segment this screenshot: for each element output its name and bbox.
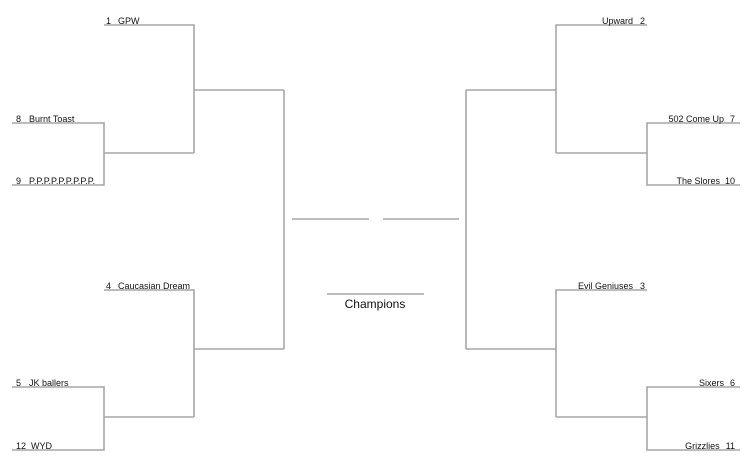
right-r2-bottom-matchup — [466, 289, 647, 417]
left-r2-bottom-matchup — [104, 289, 284, 417]
champions-label: Champions — [345, 297, 406, 311]
team-name: WYD — [31, 441, 52, 451]
team-right-bye-1: Upward 2 — [602, 16, 645, 26]
team-name: The Slores — [676, 176, 720, 186]
team-seed: 1 — [106, 16, 111, 26]
team-seed: 10 — [725, 176, 735, 186]
left-r1-top-matchup — [12, 122, 194, 186]
team-name: Caucasian Dream — [118, 281, 190, 291]
team-seed: 5 — [16, 378, 21, 388]
team-seed: 4 — [106, 281, 111, 291]
team-name: 502 Come Up — [668, 114, 724, 124]
right-r2-top-matchup — [466, 24, 647, 153]
team-left-bye-2: 4 Caucasian Dream — [106, 281, 190, 291]
team-name: Evil Geniuses — [578, 281, 634, 291]
team-right-r1-3: Sixers 6 — [699, 378, 735, 388]
team-name: Sixers — [699, 378, 725, 388]
team-seed: 3 — [640, 281, 645, 291]
team-left-r1-4: 12 WYD — [16, 441, 53, 451]
team-seed: 6 — [730, 378, 735, 388]
team-seed: 2 — [640, 16, 645, 26]
team-name: P.P.P.P.P.P.P.P.P. — [29, 176, 95, 186]
team-left-r1-1: 8 Burnt Toast — [16, 114, 75, 124]
team-left-r1-2: 9 P.P.P.P.P.P.P.P.P. — [16, 176, 95, 186]
team-left-r1-3: 5 JK ballers — [16, 378, 69, 388]
team-seed: 11 — [726, 441, 735, 451]
right-r1-top-matchup — [556, 122, 740, 186]
team-name: Upward — [602, 16, 633, 26]
team-name: GPW — [118, 16, 140, 26]
team-right-r1-4: Grizzlies 11 — [685, 441, 735, 451]
right-r1-bottom-matchup — [556, 386, 740, 451]
team-name: Grizzlies — [685, 441, 720, 451]
team-right-bye-2: Evil Geniuses 3 — [578, 281, 645, 291]
team-seed: 7 — [730, 114, 735, 124]
left-r1-bottom-matchup — [12, 386, 194, 451]
team-seed: 8 — [16, 114, 21, 124]
team-name: Burnt Toast — [29, 114, 75, 124]
team-right-r1-2: The Slores 10 — [676, 176, 735, 186]
team-right-r1-1: 502 Come Up 7 — [668, 114, 735, 124]
left-r2-top-matchup — [104, 24, 284, 153]
team-left-bye-1: 1 GPW — [106, 16, 140, 26]
team-seed: 9 — [16, 176, 21, 186]
team-name: JK ballers — [29, 378, 69, 388]
team-seed: 12 — [16, 441, 26, 451]
